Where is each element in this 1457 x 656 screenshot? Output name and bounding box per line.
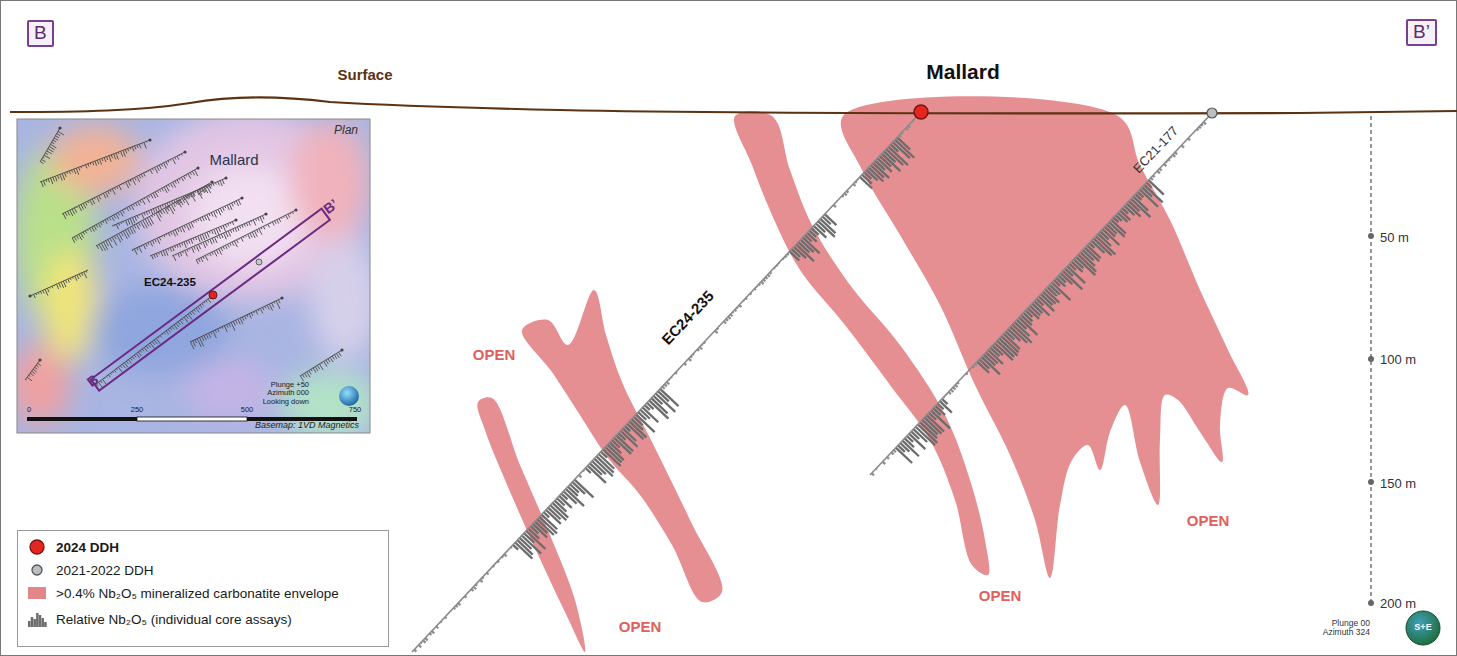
legend-entry: Relative Nb₂O₅ (individual core assays) <box>26 609 292 629</box>
legend-entry: >0.4% Nb₂O₅ mineralized carbonatite enve… <box>26 583 339 603</box>
collar-2021 <box>1207 108 1217 118</box>
depth-tick-label: 200 m <box>1380 597 1416 611</box>
surface-line <box>10 98 1457 114</box>
collar-2024 <box>914 105 928 119</box>
drill-trace <box>870 113 1212 475</box>
legend-text: Relative Nb₂O₅ (individual core assays) <box>56 612 292 627</box>
depth-tick-label: 150 m <box>1380 477 1416 491</box>
drill-holes <box>412 112 1212 652</box>
drillhole-label: EC21-177 <box>1131 124 1182 176</box>
inset-section-end: B’ <box>321 197 341 218</box>
legend-entry: 2024 DDH <box>26 537 119 557</box>
legend-swatch <box>26 537 48 557</box>
assay-bar <box>1096 236 1116 254</box>
mineralized-envelope <box>841 96 1249 578</box>
scale-number: 750 <box>349 406 362 414</box>
inset-deposit-name: Mallard <box>209 152 258 169</box>
scale-number: 500 <box>241 406 254 414</box>
depth-tick-label: 50 m <box>1380 231 1409 245</box>
section-end-label: B’ <box>1413 21 1430 42</box>
drillhole-label: EC24-235 <box>659 288 717 348</box>
assay-bar <box>977 362 989 373</box>
view-orientation: Plunge 00 Azimuth 324 <box>1312 619 1370 638</box>
inset-section-end: B <box>84 372 101 390</box>
open-label: OPEN <box>619 619 662 636</box>
basemap-note: Basemap: 1VD Magnetics <box>255 421 359 431</box>
scale-number: 0 <box>27 406 31 414</box>
assay-bar <box>790 251 800 260</box>
legend-swatch <box>26 609 48 629</box>
mineralized-envelopes <box>477 96 1248 652</box>
legend-entry: 2021-2022 DDH <box>26 560 154 580</box>
open-label: OPEN <box>473 347 516 364</box>
inset-title: Plan <box>334 124 358 137</box>
scale-number: 250 <box>131 406 144 414</box>
assay-bar <box>1063 271 1082 289</box>
section-end-box: B’ <box>1406 19 1437 46</box>
section-end-box: B <box>27 20 54 47</box>
surface-label: Surface <box>337 67 392 84</box>
plan-inset <box>10 110 380 440</box>
assay-bar <box>860 177 872 189</box>
assay-bar <box>1076 257 1095 275</box>
assay-bar <box>918 424 938 442</box>
assay-bar <box>515 542 532 558</box>
legend-swatch <box>26 560 48 580</box>
legend-box: 2024 DDH 2021-2022 DDH >0.4% Nb₂O₅ mineral… <box>17 530 389 647</box>
open-label: OPEN <box>1187 513 1230 530</box>
legend-text: 2024 DDH <box>56 540 119 555</box>
legend-text: 2021-2022 DDH <box>56 563 154 578</box>
mineralized-envelope <box>522 290 723 602</box>
assay-bar <box>1012 324 1031 342</box>
logo-text: S+E <box>1414 623 1431 633</box>
legend-text: >0.4% Nb₂O₅ mineralized carbonatite enve… <box>56 586 339 601</box>
assay-bar <box>982 357 1000 374</box>
open-label: OPEN <box>979 588 1022 605</box>
depth-tick-label: 100 m <box>1380 353 1416 367</box>
section-end-label: B <box>34 22 47 43</box>
drill-trace <box>412 112 921 652</box>
legend-swatch <box>26 583 48 603</box>
inset-drillhole-label: EC24-235 <box>144 276 196 289</box>
assay-bar <box>585 468 590 473</box>
company-logo <box>1406 611 1440 645</box>
inset-orientation: Plunge +50 Azimuth 000 Looking down <box>251 381 309 406</box>
deposit-name: Mallard <box>926 60 1000 83</box>
assay-bar <box>1144 185 1163 203</box>
assay-bar <box>896 448 912 463</box>
assay-bar <box>513 545 518 550</box>
assay-bar <box>588 466 606 483</box>
depth-scale <box>1368 116 1374 606</box>
